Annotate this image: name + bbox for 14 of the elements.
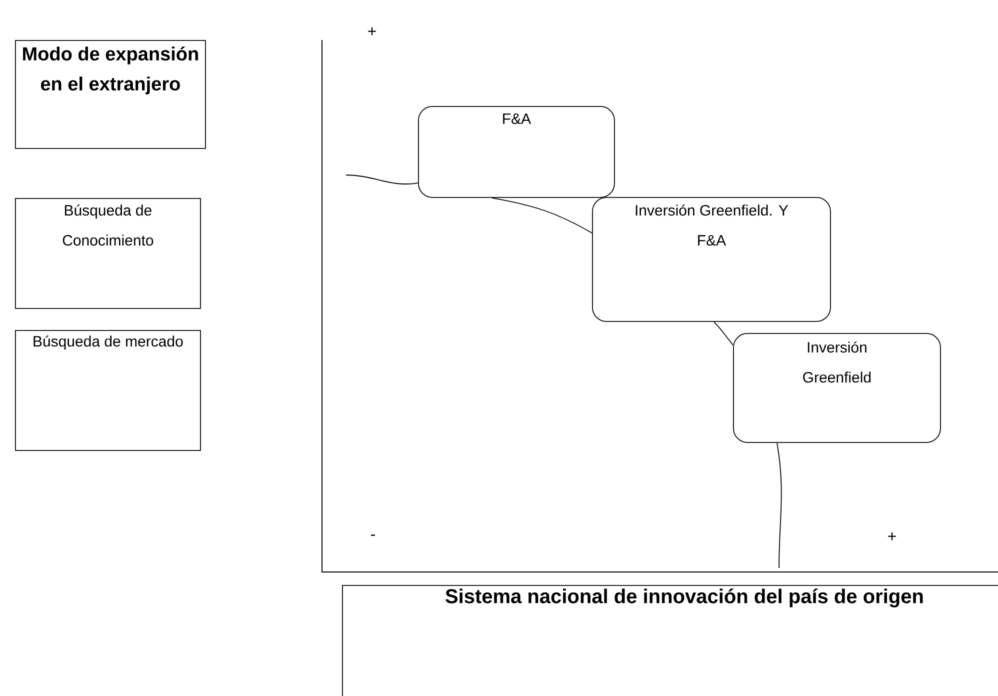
rounded-box: F&A [418, 106, 615, 198]
text-box: Búsqueda de Conocimiento [15, 198, 201, 309]
axis-sign: + [368, 27, 376, 36]
title-box: Modo de expansión en el extranjero [15, 40, 206, 149]
connector-curve [492, 197, 592, 234]
title-box: Sistema nacional de innovación del país de origen [342, 585, 998, 696]
connector-curve [714, 321, 734, 346]
connector-curve [346, 174, 418, 184]
rounded-box: Inversión Greenfield. Y F&A [592, 197, 831, 322]
connector-curve [776, 442, 782, 568]
rounded-box: Inversión Greenfield [733, 333, 941, 443]
axis-sign: + [888, 532, 896, 540]
axis-sign: - [371, 534, 375, 536]
text-box: Búsqueda de mercado [15, 330, 201, 451]
